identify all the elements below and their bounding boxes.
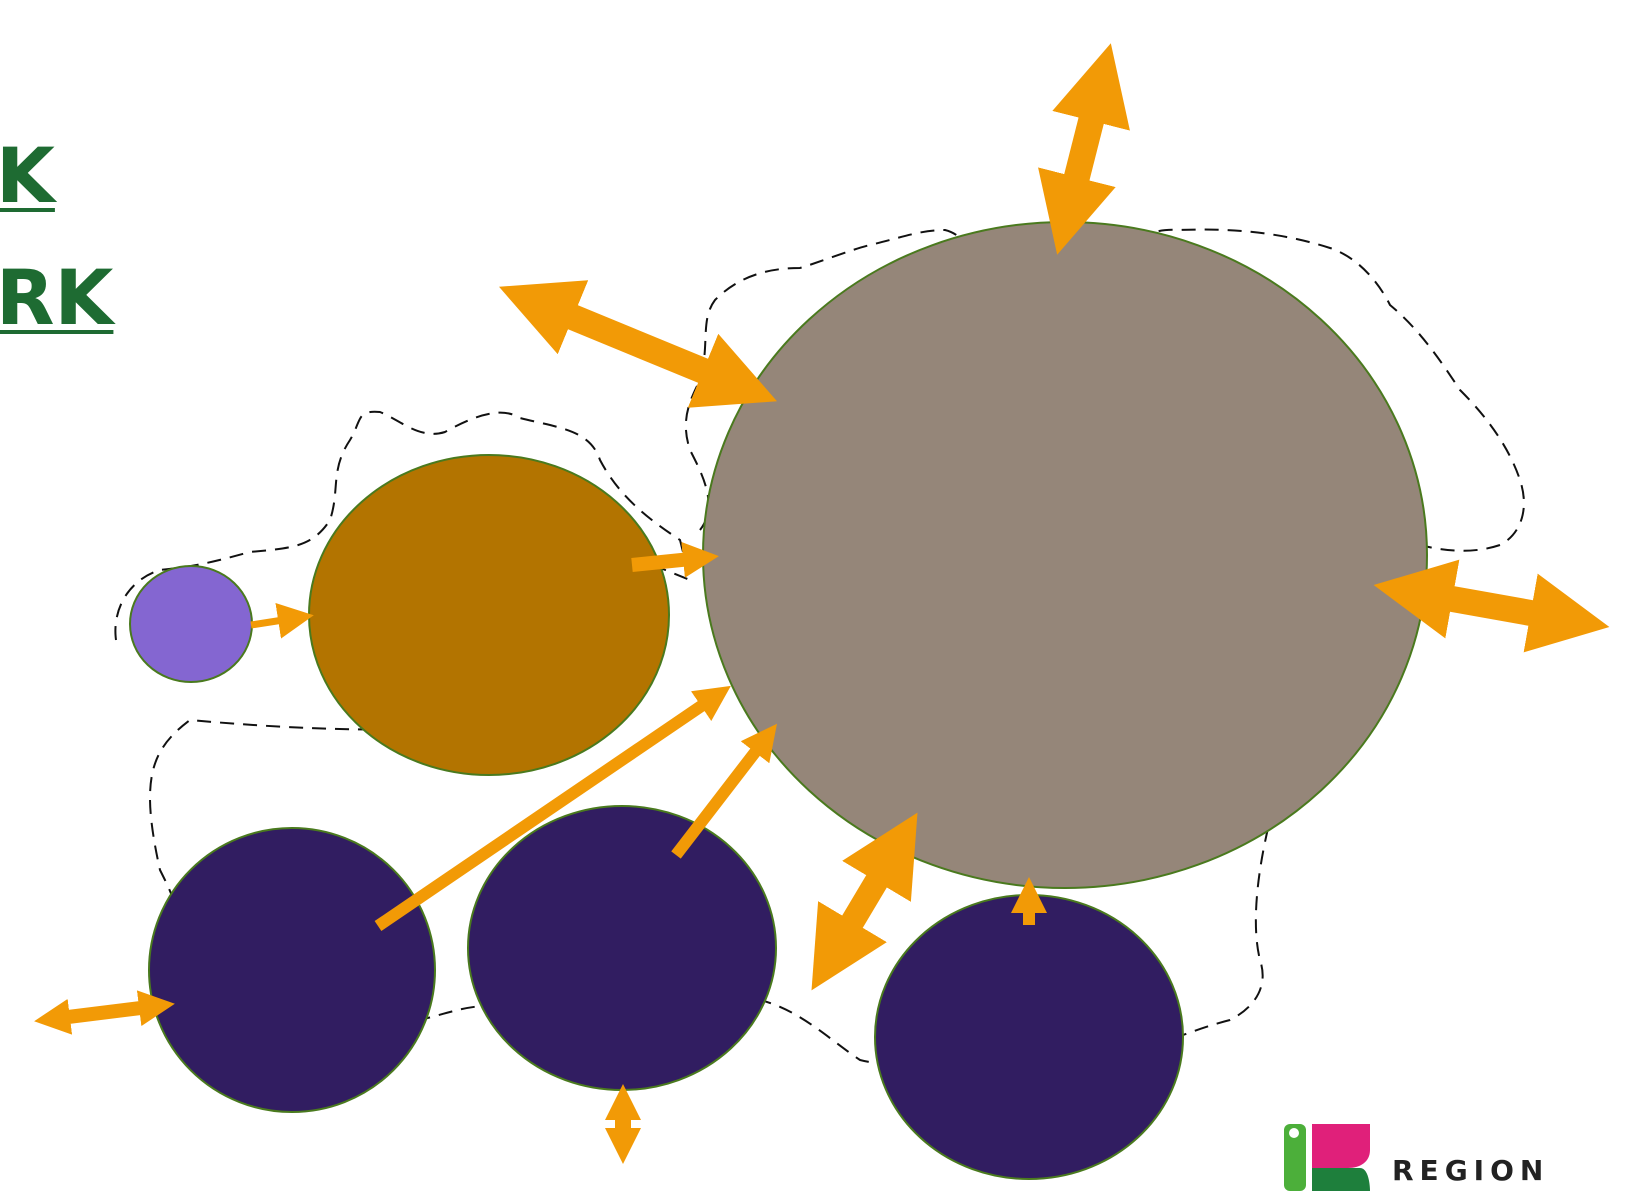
arrow-east [1373, 559, 1610, 653]
purple-circle [129, 565, 253, 683]
brown-circle [308, 454, 670, 776]
arrow-west [34, 990, 175, 1035]
arrow-navy-middle-to-large [671, 723, 777, 859]
region-logo-mark [1284, 1124, 1370, 1191]
region-logo-text: REGION [1392, 1154, 1550, 1187]
heading-line-1: K [0, 131, 55, 220]
arrow-brown-to-large [631, 541, 719, 578]
heading-line-2: RK [0, 253, 114, 342]
navy-circle-right [874, 894, 1184, 1180]
diagram-nodes [129, 221, 1428, 1180]
arrow-north [1038, 43, 1130, 255]
navy-circle-left [148, 827, 436, 1113]
arrow-northwest [499, 280, 777, 408]
arrow-purple-to-brown [250, 602, 314, 639]
large-circle [702, 221, 1428, 889]
diagram-arrows [34, 43, 1610, 1164]
arrow-southeast-diagonal [811, 812, 918, 991]
navy-circle-middle [467, 805, 777, 1091]
arrow-navy-left-to-large [374, 685, 731, 931]
